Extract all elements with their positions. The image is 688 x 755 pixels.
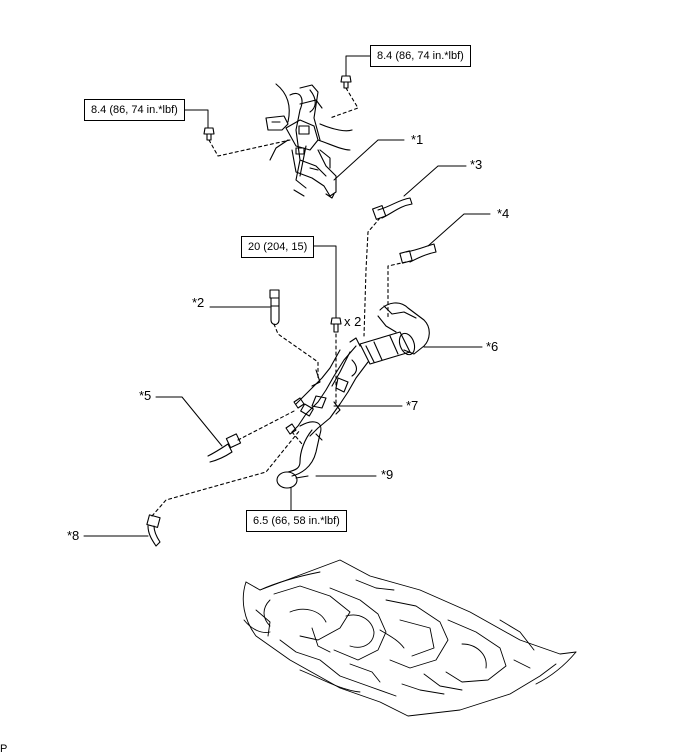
callout-4: *4: [497, 206, 510, 221]
bolt-quantity-label: x 2: [344, 314, 362, 329]
bracket-assembly: [265, 83, 353, 199]
hose-4: [399, 243, 437, 264]
hose-2: [269, 289, 280, 326]
callout-3: *3: [470, 157, 483, 172]
torque-spec-center: 20 (204, 15): [241, 236, 315, 258]
hose-8: [146, 514, 161, 547]
torque-spec-top-left: 8.4 (86, 74 in.*lbf): [84, 99, 185, 121]
callout-2: *2: [192, 295, 205, 310]
hose-3: [372, 197, 413, 220]
callout-1: *1: [411, 132, 424, 147]
torque-spec-top-right: 8.4 (86, 74 in.*lbf): [370, 45, 471, 67]
water-outlet-pipe: [285, 302, 430, 437]
dashed-assembly-lines: [151, 87, 407, 517]
figure-marker: P: [0, 743, 8, 755]
callout-9: *9: [381, 467, 394, 482]
callout-7: *7: [406, 398, 419, 413]
hose-9: [276, 421, 323, 489]
callout-6: *6: [486, 339, 499, 354]
bolt-top-right: [340, 75, 352, 89]
torque-spec-bottom: 6.5 (66, 58 in.*lbf): [246, 510, 347, 532]
callout-5: *5: [139, 388, 152, 403]
bolt-center: [330, 317, 342, 333]
bolt-top-left: [203, 127, 215, 141]
engine-compartment: [242, 559, 577, 717]
callout-8: *8: [67, 528, 80, 543]
hose-5: [207, 433, 242, 463]
leader-lines: [83, 55, 491, 537]
